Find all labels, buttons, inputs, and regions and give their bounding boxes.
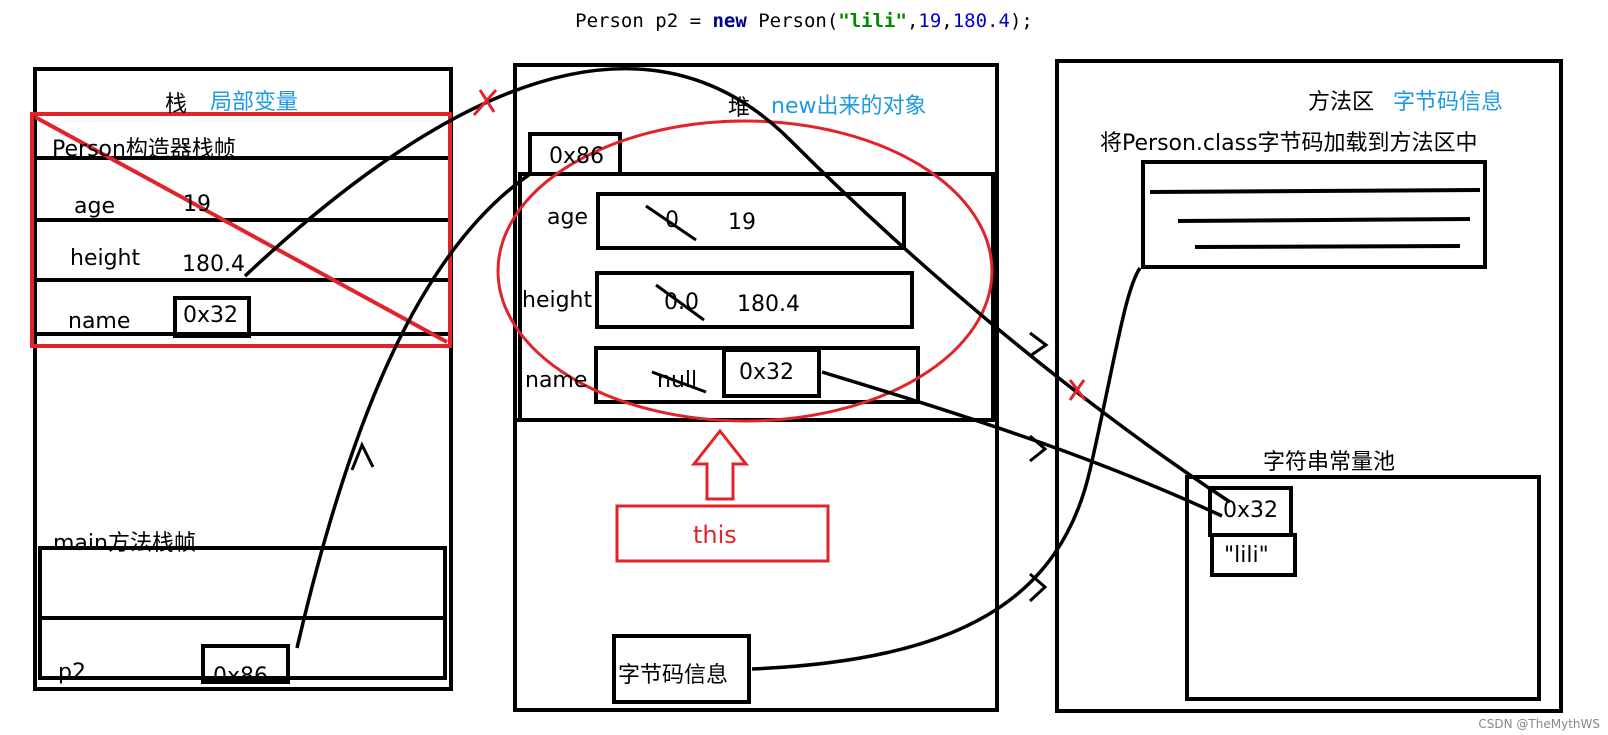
connection-curves [243, 66, 1231, 671]
this-box [615, 504, 830, 563]
heap-age-label: age [547, 205, 588, 230]
stack-name-value: 0x32 [183, 303, 239, 328]
method-area-subtitle: 字节码信息 [1393, 90, 1504, 115]
stack-age-label: age [74, 194, 115, 219]
cut-reference-marks [472, 89, 1087, 401]
heap-age-old: 0 [665, 208, 679, 233]
watermark: CSDN @TheMythWS [1478, 717, 1600, 731]
heap-name-label: name [525, 368, 588, 393]
heap-name-to-pool-curve [821, 370, 1223, 518]
heap-height-label: height [522, 288, 593, 313]
heap-title: 堆 [728, 96, 751, 121]
stack-panel [33, 67, 453, 691]
p2-value: 0x86 [213, 664, 269, 689]
pool-address: 0x32 [1223, 498, 1279, 523]
stack-height-value: 180.4 [182, 252, 245, 277]
heap-height-new: 180.4 [737, 292, 800, 317]
p2-label: p2 [58, 660, 86, 685]
heap-name-new: 0x32 [739, 360, 795, 385]
this-up-arrow [690, 428, 750, 501]
pool-string-value: "lili" [1224, 543, 1269, 568]
code-age-arg: 19 [918, 10, 942, 32]
heap-age-new: 19 [728, 210, 756, 235]
heap-bytecode-ref: 字节码信息 [618, 663, 729, 688]
stack-frame-destroyed [30, 112, 452, 348]
code-comma: , [906, 10, 919, 32]
stack-name-to-pool-curve [243, 66, 1231, 504]
stack-age-value: 19 [183, 192, 211, 217]
code-string-arg: "lili" [838, 10, 907, 32]
code-new-keyword: new [712, 10, 747, 32]
ctor-frame-title: Person构造器栈帧 [52, 137, 236, 162]
curve-arrowheads [350, 331, 1049, 603]
bytecode-lines [1149, 188, 1481, 249]
code-variable: p2 = [643, 10, 713, 32]
stack-subtitle: 局部变量 [210, 90, 299, 115]
p2-to-heap-curve [295, 172, 531, 649]
code-type-name: Person [575, 10, 644, 32]
code-tail: ); [1009, 10, 1033, 32]
heap-strikethroughs [645, 204, 707, 394]
code-statement: Person p2 = new Person("lili",19,180.4); [0, 10, 1608, 32]
load-note: 将Person.class字节码加载到方法区中 [1100, 131, 1478, 156]
main-frame-title: main方法栈帧 [53, 531, 196, 556]
stack-title: 栈 [165, 92, 188, 117]
bytecode-to-method-area-curve [751, 267, 1142, 671]
heap-name-old: null [657, 368, 698, 393]
string-pool-title: 字符串常量池 [1263, 450, 1396, 475]
heap-height-old: 0.0 [664, 290, 699, 315]
code-height-arg: 180.4 [952, 10, 1010, 32]
code-comma: , [941, 10, 953, 32]
heap-address: 0x86 [549, 144, 605, 169]
heap-panel [513, 63, 999, 712]
new-object-ellipse [496, 119, 994, 423]
method-area-title: 方法区 [1308, 90, 1375, 115]
method-area-panel [1055, 59, 1563, 713]
stack-height-label: height [70, 246, 141, 271]
code-constructor: Person( [746, 10, 839, 32]
stack-name-label: name [68, 309, 131, 334]
this-label: this [693, 521, 737, 549]
heap-subtitle: new出来的对象 [771, 94, 927, 119]
